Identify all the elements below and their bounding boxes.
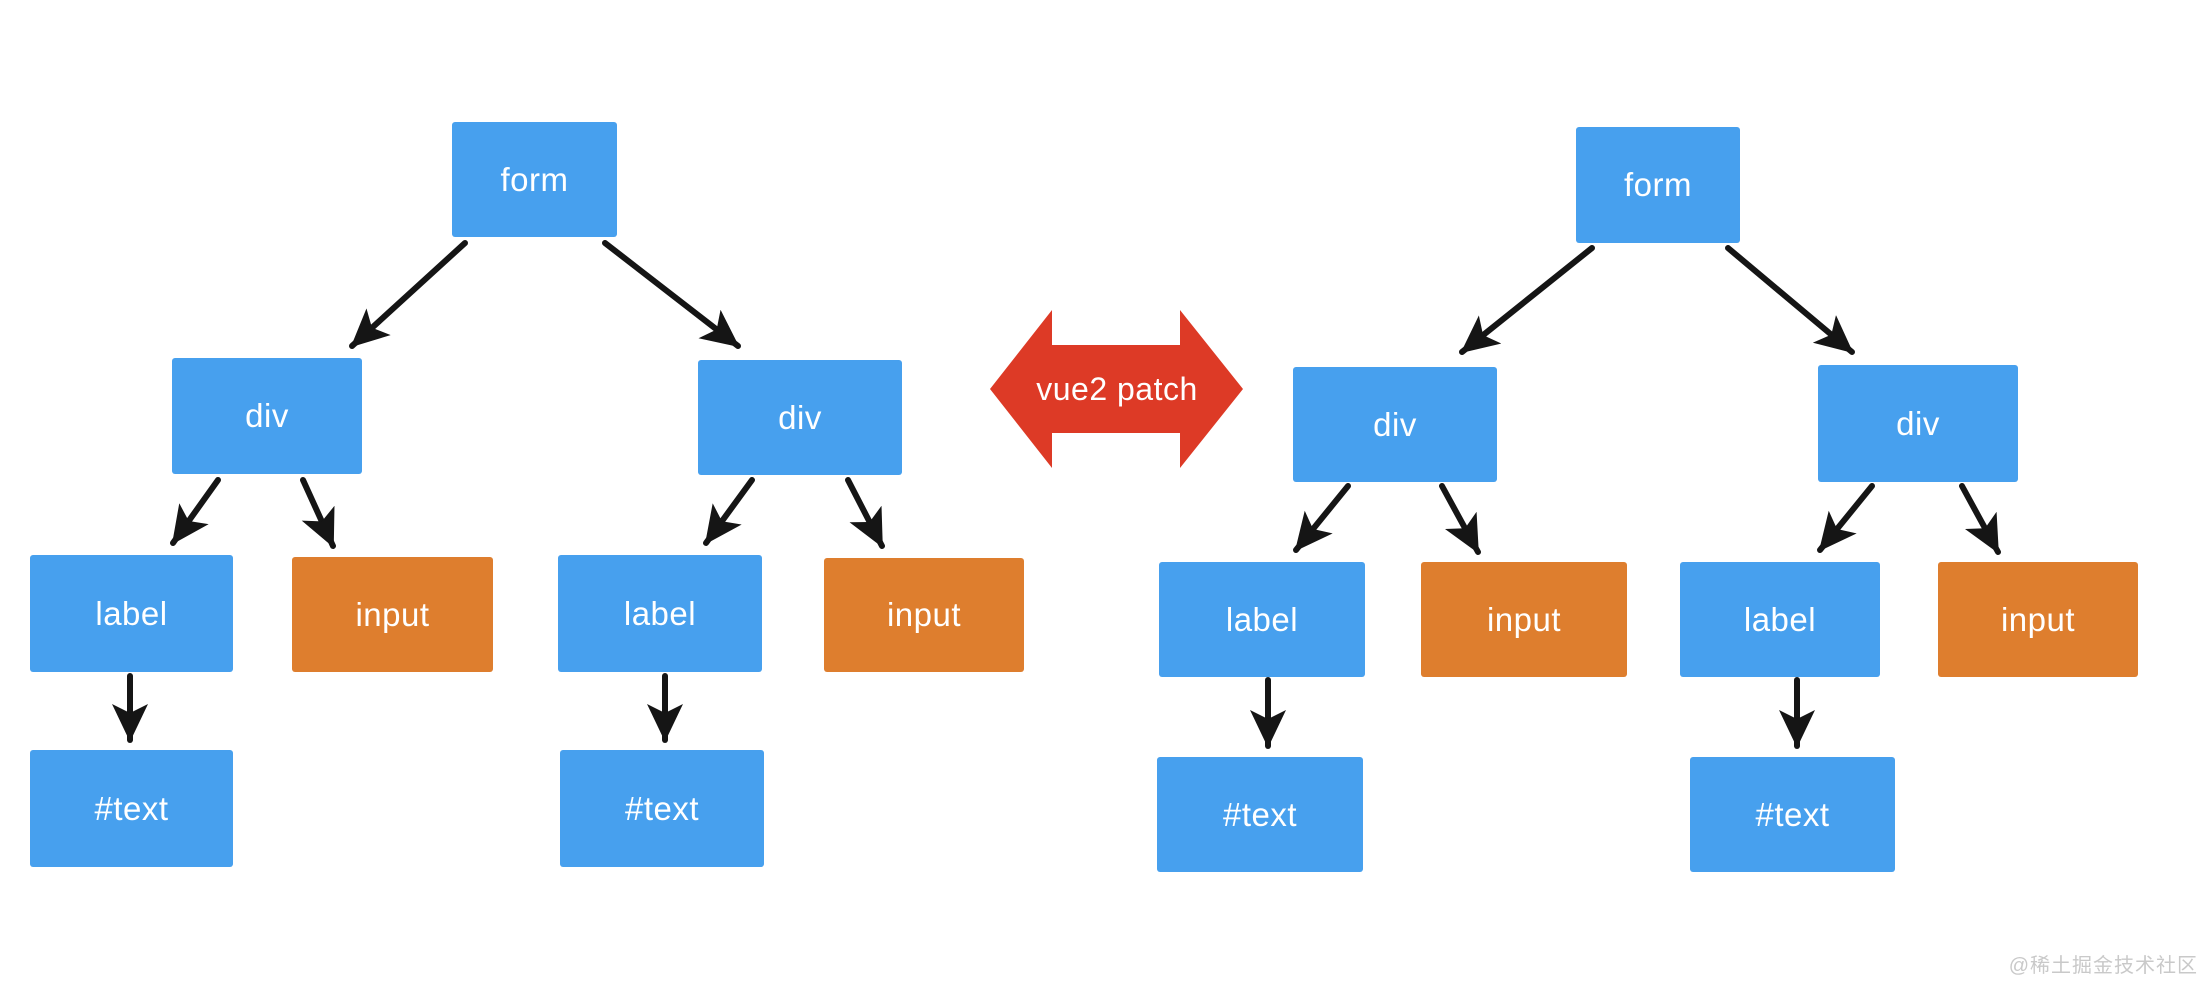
left-tree-text-node: #text — [560, 750, 764, 867]
edge-div-label — [1817, 483, 1875, 553]
right-tree-label-node: label — [1680, 562, 1880, 677]
edge-div-input — [300, 477, 336, 549]
edge-div-input — [845, 477, 885, 549]
left-tree-input-node: input — [824, 558, 1024, 672]
edge-div-input — [1439, 483, 1481, 555]
left-tree-label-node: label — [30, 555, 233, 672]
right-tree-div-node: div — [1293, 367, 1497, 482]
right-tree-text-node: #text — [1157, 757, 1363, 872]
right-tree-form-node: form — [1576, 127, 1740, 243]
watermark: @稀土掘金技术社区 — [2008, 955, 2198, 977]
left-tree-form-node: form — [452, 122, 617, 237]
edge-div-label — [170, 477, 221, 546]
edge-form-div — [1459, 245, 1595, 355]
left-tree-div-node: div — [698, 360, 902, 475]
edge-form-div — [602, 240, 741, 349]
right-tree-div-node: div — [1818, 365, 2018, 482]
edge-div-label — [1293, 483, 1351, 553]
tree-edges — [112, 240, 2001, 749]
edge-div-input — [1959, 483, 2001, 555]
left-tree-text-node: #text — [30, 750, 233, 867]
patch-double-arrow-icon — [990, 310, 1243, 468]
edge-div-label — [703, 477, 755, 546]
left-tree-label-node: label — [558, 555, 762, 672]
right-tree-input-node: input — [1938, 562, 2138, 677]
edge-form-div — [1725, 245, 1855, 355]
patch-arrow-label: vue2 patch — [1036, 371, 1198, 407]
right-tree-input-node: input — [1421, 562, 1627, 677]
edge-form-div — [349, 240, 468, 349]
right-tree-label-node: label — [1159, 562, 1365, 677]
left-tree-input-node: input — [292, 557, 493, 672]
left-tree-div-node: div — [172, 358, 362, 474]
right-tree-text-node: #text — [1690, 757, 1895, 872]
